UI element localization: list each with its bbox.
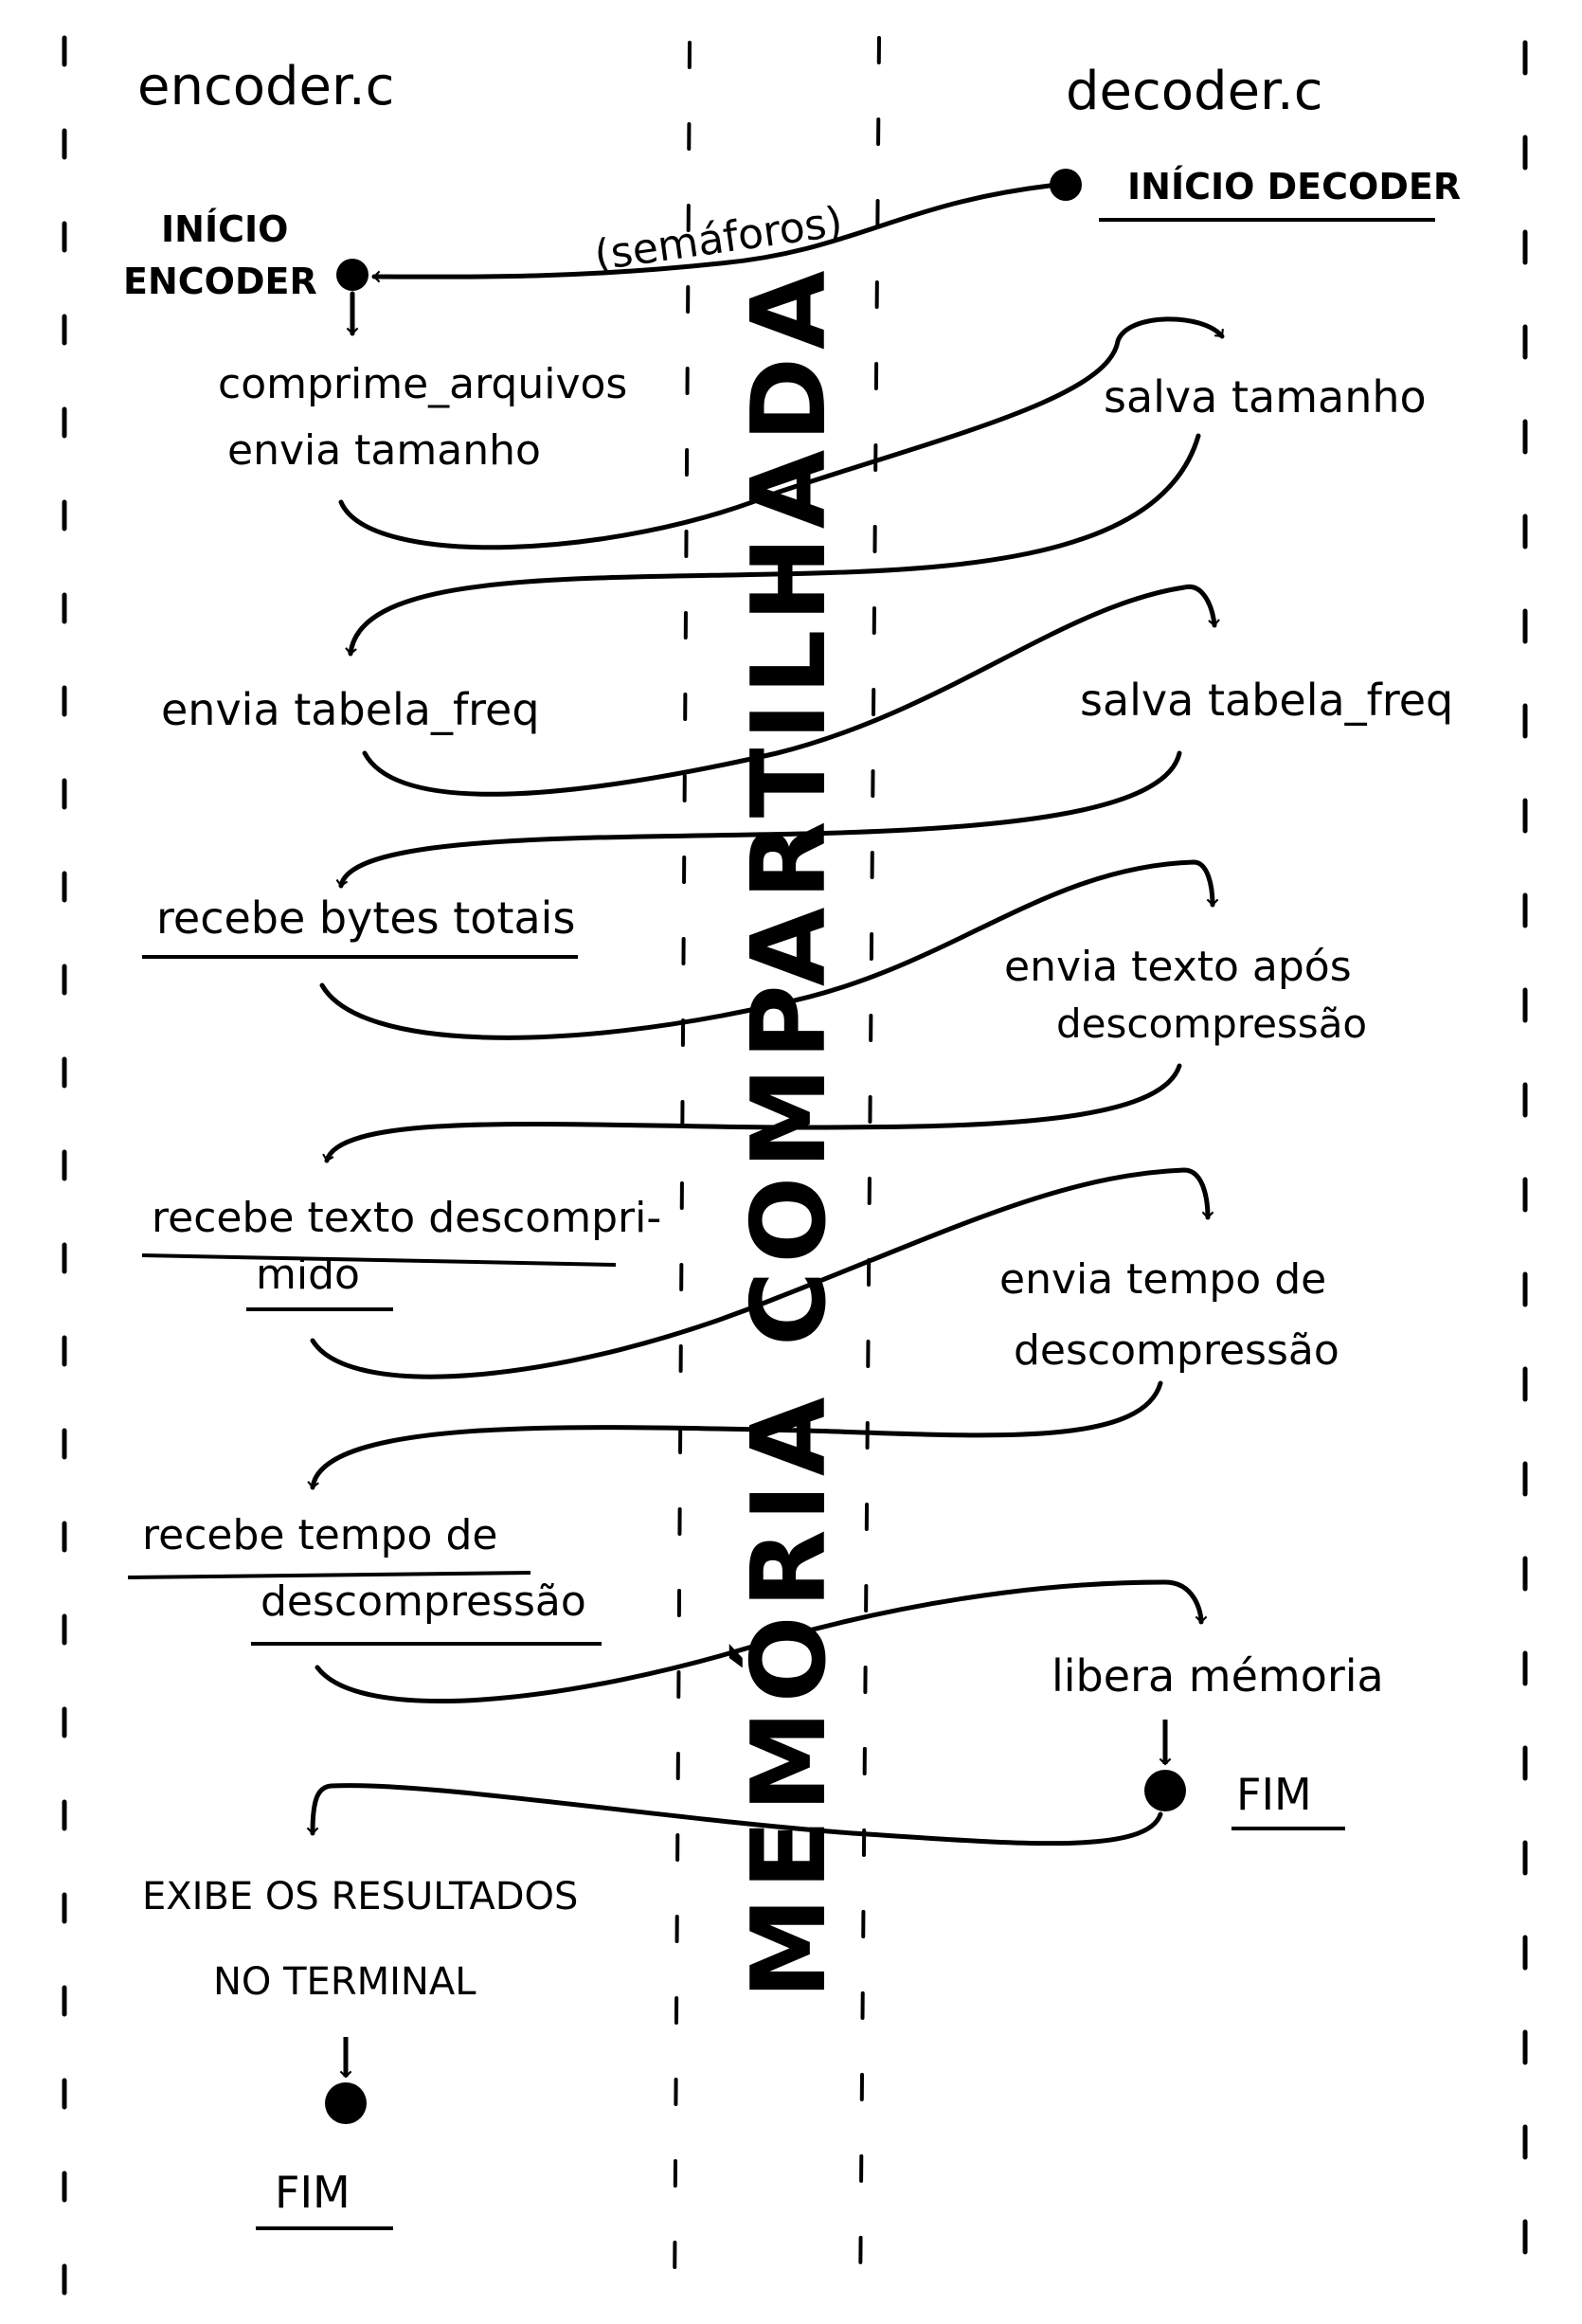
encoder-end: FIM <box>256 2037 393 2230</box>
decoder-step-3-line-1: envia texto após <box>1004 943 1352 991</box>
arrow-release-to-results <box>306 1783 1163 1847</box>
arrow-request-total-bytes <box>319 859 1219 1040</box>
encoder-step-5-line-1: recebe tempo de <box>142 1511 497 1559</box>
decoder-step-2-line-1: salva tabela_freq <box>1080 675 1453 726</box>
encoder-end-dot <box>325 2082 367 2124</box>
encoder-step-3-line-1: recebe bytes totais <box>156 892 575 944</box>
decoder-step-4: envia tempo de descompressão <box>999 1255 1339 1375</box>
decoder-end-dot <box>1144 1770 1186 1811</box>
encoder-step-3: recebe bytes totais <box>142 892 578 959</box>
arrow-decoder-start-to-encoder-start <box>371 183 1052 283</box>
encoder-step-4-line-1: recebe texto descompri- <box>152 1194 661 1242</box>
encoder-step-6: EXIBE OS RESULTADOS NO TERMINAL <box>142 1875 578 2004</box>
decoder-step-5-line-1: libera mémoria <box>1052 1650 1384 1702</box>
shared-memory-right-boundary <box>858 36 881 2304</box>
decoder-step-1: salva tamanho <box>1104 371 1427 423</box>
encoder-step-5-line-2: descompressão <box>261 1577 586 1626</box>
encoder-start: INÍCIO ENCODER <box>123 208 369 302</box>
arrow-send-decompression-time <box>307 1380 1163 1490</box>
encoder-step-6-line-1: EXIBE OS RESULTADOS <box>142 1875 578 1919</box>
shared-memory-label: MEMÓRIA COMPARTILHADA <box>728 262 849 1999</box>
encoder-step-1-line-2: envia tamanho <box>227 426 541 475</box>
arrow-size-saved-ack <box>345 433 1201 657</box>
encoder-start-label-2: ENCODER <box>123 261 317 302</box>
encoder-step-5: recebe tempo de descompressão <box>127 1511 602 1646</box>
encoder-file-title: encoder.c <box>137 56 394 117</box>
decoder-step-4-line-1: envia tempo de <box>999 1255 1326 1304</box>
arrow-send-decompressed-text <box>322 1063 1182 1163</box>
decoder-step-3: envia texto após descompressão <box>1004 943 1367 1047</box>
arrow-freq-saved-ack <box>335 750 1182 889</box>
decoder-step-1-line-1: salva tamanho <box>1104 371 1427 423</box>
encoder-step-1-line-1: comprime_arquivos <box>218 360 627 408</box>
encoder-start-dot <box>336 259 369 291</box>
encoder-step-6-line-2: NO TERMINAL <box>213 1960 476 2004</box>
decoder-step-2: salva tabela_freq <box>1080 675 1453 726</box>
encoder-start-label-1: INÍCIO <box>161 208 288 250</box>
encoder-step-2: envia tabela_freq <box>161 684 540 735</box>
arrow-send-freq-table <box>362 584 1220 797</box>
encoder-step-5-underline-1 <box>127 1571 531 1579</box>
decoder-step-5: libera mémoria <box>1052 1650 1384 1702</box>
encoder-step-4-line-2: mido <box>256 1251 360 1299</box>
encoder-step-4-underline-1 <box>141 1253 617 1267</box>
encoder-step-1: comprime_arquivos envia tamanho <box>218 360 627 475</box>
shared-memory-left-boundary <box>673 41 692 2304</box>
decoder-end-label: FIM <box>1236 1769 1312 1820</box>
encoder-step-4: recebe texto descompri- mido <box>141 1194 661 1311</box>
decoder-start: INÍCIO DECODER <box>1050 166 1461 222</box>
decoder-start-label: INÍCIO DECODER <box>1127 166 1461 207</box>
decoder-step-4-line-2: descompressão <box>1014 1326 1339 1375</box>
encoder-step-2-line-1: envia tabela_freq <box>161 684 540 735</box>
encoder-end-label: FIM <box>275 2167 351 2218</box>
arrow-request-text <box>310 1167 1214 1379</box>
arrow-request-time <box>315 1579 1208 1703</box>
decoder-start-dot <box>1050 169 1082 201</box>
arrow-send-size <box>338 316 1225 550</box>
decoder-end: FIM <box>1144 1720 1345 1830</box>
decoder-step-3-line-2: descompressão <box>1056 1000 1367 1047</box>
decoder-file-title: decoder.c <box>1066 61 1323 122</box>
